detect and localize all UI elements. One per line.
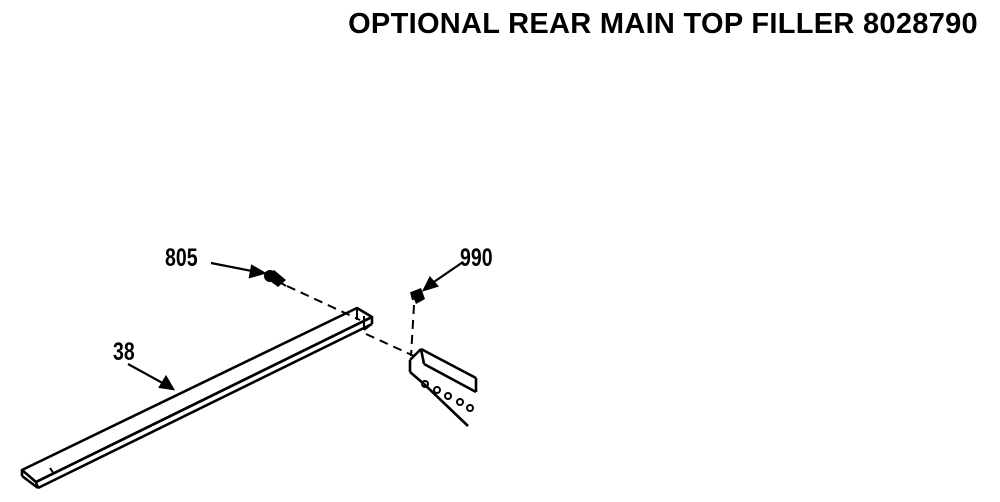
filler-bar (20, 306, 374, 490)
leader-lines (127, 261, 464, 391)
callout-805: 805 (165, 244, 198, 272)
diagram-title: OPTIONAL REAR MAIN TOP FILLER 8028790 (348, 8, 978, 40)
callout-990: 990 (460, 244, 493, 272)
mounting-bracket (408, 347, 478, 427)
assembly-lines (286, 285, 415, 357)
screw-805 (264, 270, 287, 287)
callout-38: 38 (113, 338, 135, 366)
clip-990 (410, 288, 425, 304)
